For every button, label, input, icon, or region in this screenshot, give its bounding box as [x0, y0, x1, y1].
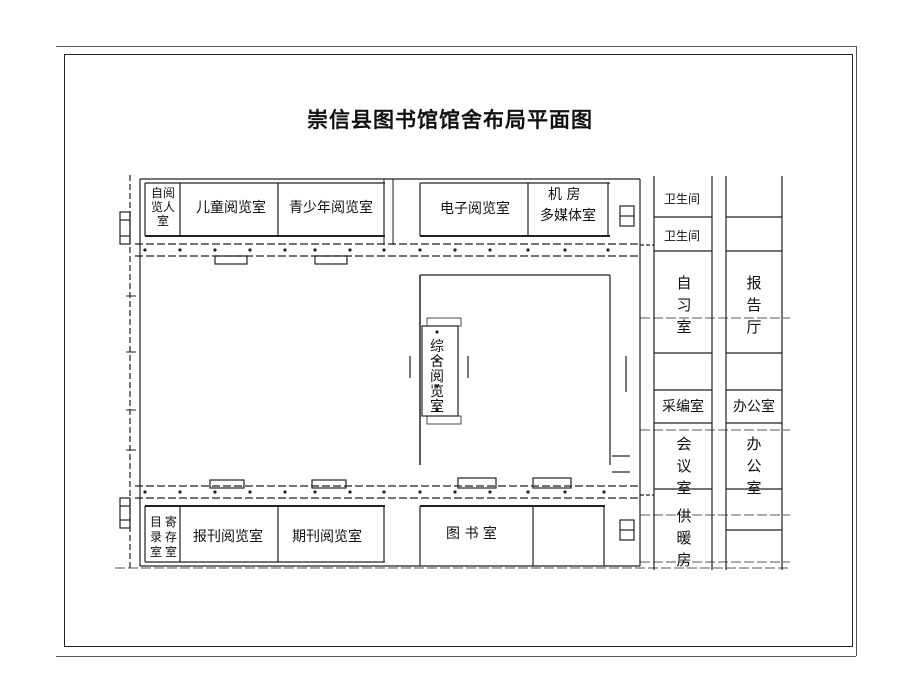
room-newspaper-reading: 报刊阅览室: [193, 529, 263, 545]
room-electronic-reading: 电子阅览室: [440, 201, 510, 217]
top-row-rooms: [119, 182, 640, 265]
sheet-border-bottom: [56, 656, 856, 657]
room-periodical-reading: 期刊阅览室: [292, 529, 362, 545]
sheet-border-top: [56, 46, 856, 47]
room-heating: 供暖房: [676, 507, 692, 569]
room-meeting: 会议室: [676, 435, 692, 497]
room-catalog: 目录室: [149, 515, 162, 559]
room-office-1: 办公室: [733, 399, 775, 415]
side-ticks: [126, 179, 394, 451]
room-self-study-reading: 自阅览人室: [150, 186, 175, 228]
bottom-row-rooms: [119, 477, 640, 566]
room-children-reading: 儿童阅览室: [196, 200, 266, 216]
drawing-frame: [64, 54, 853, 647]
right-wing: [640, 176, 790, 570]
room-lecture-hall: 报告厅: [746, 274, 762, 336]
room-machine-room: 机 房: [548, 187, 581, 203]
central-hall: [409, 274, 630, 473]
room-self-study: 自习室: [676, 274, 692, 336]
room-comprehensive-reading: 综合阅览室: [430, 339, 444, 415]
plan-title: 崇信县图书馆馆舍布局平面图: [307, 108, 593, 132]
sheet-border-right: [856, 46, 857, 656]
room-acquisition: 采编室: [662, 399, 704, 415]
column-marks: [143, 248, 610, 494]
room-restroom-1: 卫生间: [664, 192, 701, 206]
room-restroom-2: 卫生间: [664, 229, 701, 243]
main-building-walls: [129, 175, 641, 570]
room-office-2: 办公室: [746, 435, 762, 497]
room-multimedia: 多媒体室: [540, 208, 596, 224]
room-book-room: 图 书 室: [446, 526, 497, 542]
room-storage: 寄存室: [164, 515, 177, 559]
room-youth-reading: 青少年阅览室: [289, 200, 373, 216]
